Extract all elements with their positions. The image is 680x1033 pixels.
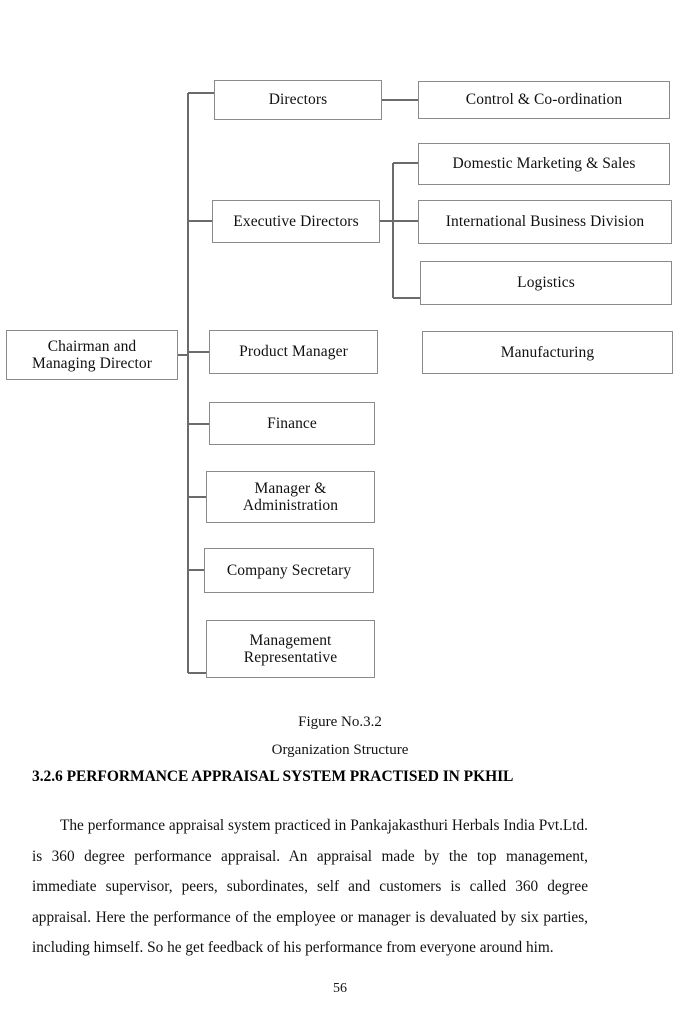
org-node-label: Control & Co-ordination bbox=[465, 91, 623, 109]
org-node-management-representative: Management Representative bbox=[206, 620, 375, 678]
org-node-manager-and-administration: Manager & Administration bbox=[206, 471, 375, 523]
org-node-directors: Directors bbox=[214, 80, 382, 120]
organization-chart-figure: Chairman and Managing Director Directors… bbox=[6, 80, 673, 678]
org-node-label-line: Management bbox=[249, 631, 332, 649]
org-node-label: Executive Directors bbox=[233, 212, 359, 230]
org-node-label: Company Secretary bbox=[226, 561, 352, 579]
org-node-label: Domestic Marketing & Sales bbox=[452, 155, 636, 173]
org-node-logistics: Logistics bbox=[420, 261, 672, 305]
org-node-international-business-division: International Business Division bbox=[418, 200, 672, 244]
org-node-control-and-coordination: Control & Co-ordination bbox=[418, 81, 670, 119]
org-chart-connector-lines bbox=[178, 92, 420, 674]
org-node-manufacturing: Manufacturing bbox=[422, 331, 673, 374]
org-node-label-line: Chairman and bbox=[47, 337, 137, 355]
org-node-label-line: Representative bbox=[243, 649, 338, 666]
org-node-label: Logistics bbox=[517, 274, 575, 292]
org-node-label-line: Manager & bbox=[254, 479, 327, 497]
org-node-domestic-marketing-and-sales: Domestic Marketing & Sales bbox=[418, 143, 670, 185]
org-node-label: Directors bbox=[268, 91, 328, 109]
org-node-product-manager: Product Manager bbox=[209, 330, 378, 374]
org-node-label: Manufacturing bbox=[500, 343, 595, 361]
org-node-finance: Finance bbox=[209, 402, 375, 445]
page-number: 56 bbox=[333, 981, 347, 996]
org-node-label: International Business Division bbox=[445, 213, 645, 231]
org-node-label: Finance bbox=[267, 414, 317, 432]
org-node-label-line: Managing Director bbox=[31, 355, 153, 372]
org-node-label-line: Administration bbox=[242, 497, 339, 514]
org-node-chairman-and-managing-director: Chairman and Managing Director bbox=[6, 330, 178, 380]
section-heading: 3.2.6 PERFORMANCE APPRAISAL SYSTEM PRACT… bbox=[32, 768, 514, 785]
org-node-executive-directors: Executive Directors bbox=[212, 200, 380, 243]
figure-number-caption: Figure No.3.2 bbox=[298, 714, 382, 730]
figure-title-caption: Organization Structure bbox=[271, 742, 409, 758]
org-node-label: Product Manager bbox=[239, 343, 348, 361]
body-paragraph: The performance appraisal system practic… bbox=[32, 817, 588, 957]
org-node-company-secretary: Company Secretary bbox=[204, 548, 374, 593]
